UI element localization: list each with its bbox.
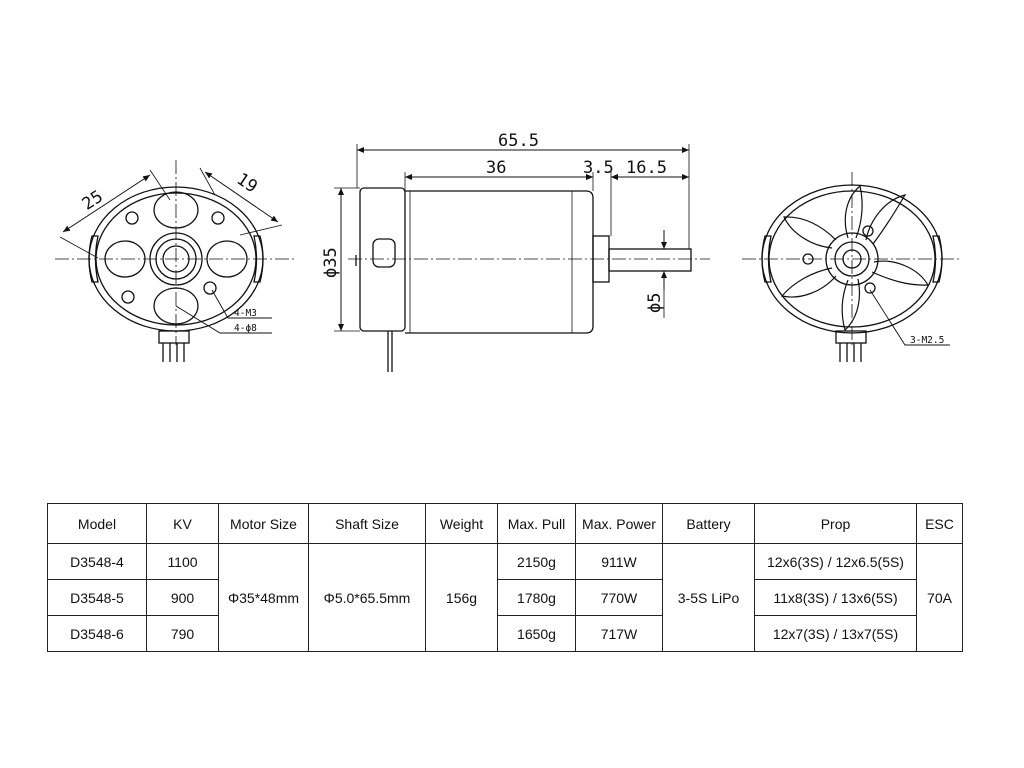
side-lead-box — [372, 238, 396, 268]
cell-shaft-size: Φ5.0*65.5mm — [308, 543, 426, 652]
front-screw-3 — [121, 290, 135, 304]
rear-screw-3 — [864, 282, 876, 294]
cell-max-pull: 2150g — [497, 543, 576, 580]
front-hole-right — [206, 240, 248, 278]
cell-kv: 900 — [146, 579, 219, 616]
header-weight: Weight — [425, 503, 498, 544]
front-hole-left — [104, 240, 146, 278]
front-left-lug — [88, 235, 99, 283]
table-row: D3548-4 1100 Φ35*48mm Φ5.0*65.5mm 156g 2… — [47, 543, 963, 652]
rear-lead-block — [835, 330, 867, 344]
cell-max-pull: 1780g — [497, 579, 576, 616]
front-label-screw: 4-M3 — [234, 308, 257, 319]
rear-label-screw: 3-M2.5 — [910, 335, 944, 346]
side-can-body — [405, 190, 594, 334]
rear-screw-1 — [862, 225, 874, 237]
rear-right-lug — [932, 235, 943, 283]
rear-left-lug — [761, 235, 772, 283]
side-dim-shaft-diameter: ϕ5 — [645, 293, 665, 313]
table-header-row: Model KV Motor Size Shaft Size Weight Ma… — [47, 503, 963, 544]
side-mount-plate — [359, 187, 406, 332]
rear-leader-screw — [869, 289, 950, 346]
cell-max-pull: 1650g — [497, 615, 576, 652]
cell-battery: 3-5S LiPo — [662, 543, 755, 652]
front-dim-left: 25 — [79, 187, 107, 215]
rear-view — [742, 172, 962, 362]
header-esc: ESC — [916, 503, 963, 544]
cell-prop: 11x8(3S) / 13x6(5S) — [754, 579, 917, 616]
cell-max-power: 717W — [575, 615, 663, 652]
front-dim-right: 19 — [233, 169, 261, 197]
header-prop: Prop — [754, 503, 917, 544]
cell-kv: 1100 — [146, 543, 219, 580]
front-hub-mid — [155, 238, 197, 280]
header-max-power: Max. Power — [575, 503, 663, 544]
front-screw-1 — [125, 211, 139, 225]
side-view — [334, 144, 710, 372]
cell-prop: 12x7(3S) / 13x7(5S) — [754, 615, 917, 652]
front-screw-4 — [203, 281, 217, 295]
header-max-pull: Max. Pull — [497, 503, 576, 544]
side-dim-gap: 3.5 — [583, 158, 614, 178]
front-screw-2 — [211, 211, 225, 225]
rear-hub-mid — [834, 241, 870, 277]
header-battery: Battery — [662, 503, 755, 544]
side-dim-shaft: 16.5 — [626, 158, 667, 178]
front-leader-screw — [211, 289, 272, 319]
front-leader-hole — [175, 305, 272, 334]
front-hole-bottom — [153, 287, 199, 325]
rear-hub-inner — [842, 249, 862, 269]
cell-motor-size: Φ35*48mm — [218, 543, 309, 652]
side-dim-body: 36 — [486, 158, 506, 178]
front-lead-block — [158, 330, 190, 344]
rear-fan-blades — [780, 184, 930, 332]
side-dim-total: 65.5 — [498, 131, 539, 151]
rear-hub-outer — [825, 232, 879, 286]
cell-model: D3548-5 — [47, 579, 147, 616]
cell-max-power: 770W — [575, 579, 663, 616]
header-shaft-size: Shaft Size — [308, 503, 426, 544]
rear-screw-2 — [802, 253, 814, 265]
cell-esc: 70A — [916, 543, 963, 652]
cell-kv: 790 — [146, 615, 219, 652]
cell-max-power: 911W — [575, 543, 663, 580]
front-hub-inner — [162, 245, 190, 273]
side-shaft — [608, 248, 692, 272]
cell-prop: 12x6(3S) / 12x6.5(5S) — [754, 543, 917, 580]
header-motor-size: Motor Size — [218, 503, 309, 544]
front-hub-outer — [149, 232, 203, 286]
front-right-lug — [253, 235, 264, 283]
cell-model: D3548-4 — [47, 543, 147, 580]
header-kv: KV — [146, 503, 219, 544]
cell-weight: 156g — [425, 543, 498, 652]
table-row: D3548-5 900 1780g 770W 11x8(3S) / 13x6(5… — [47, 579, 963, 616]
header-model: Model — [47, 503, 147, 544]
front-view — [55, 160, 295, 362]
motor-technical-drawing: 25 19 4-M3 4-ϕ8 — [55, 131, 962, 372]
cell-model: D3548-6 — [47, 615, 147, 652]
front-label-hole: 4-ϕ8 — [234, 323, 257, 334]
table-row: D3548-6 790 1650g 717W 12x7(3S) / 13x7(5… — [47, 615, 963, 652]
side-dim-diameter: ϕ35 — [321, 247, 341, 278]
spec-table: Model KV Motor Size Shaft Size Weight Ma… — [47, 503, 963, 652]
front-hole-top — [153, 191, 199, 229]
